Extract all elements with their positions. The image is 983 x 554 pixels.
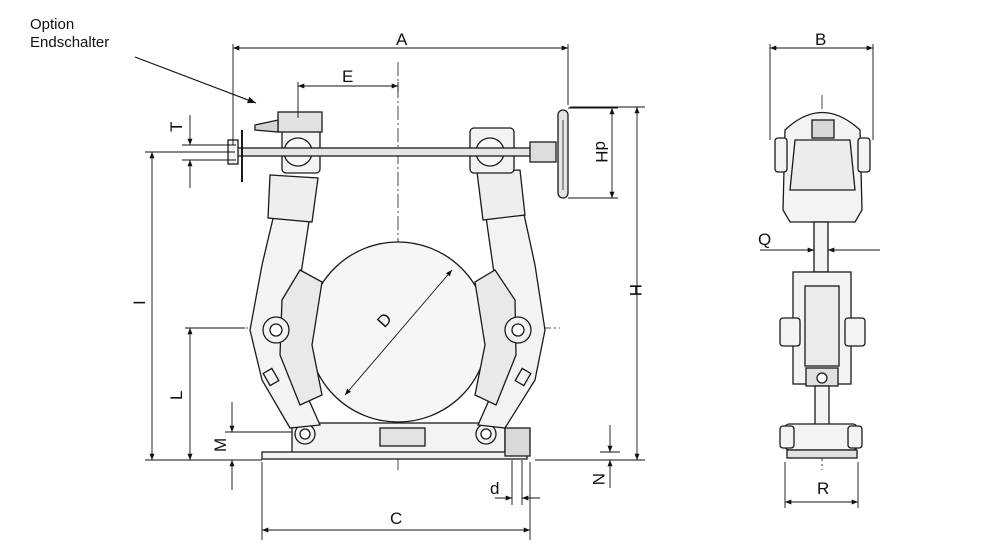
dimension-labels: A E B C R d Q D H dH N I L M T — [130, 30, 829, 528]
dimension-lines — [145, 44, 880, 540]
dim-label-C: C — [390, 509, 402, 528]
dim-label-L: L — [167, 391, 186, 400]
annotation-line-1: Option — [30, 16, 75, 33]
annotation-leader-arrow — [134, 56, 257, 104]
dim-label-R: R — [817, 479, 829, 498]
front-view — [185, 62, 569, 470]
dim-label-d: d — [490, 479, 499, 498]
dim-label-T: T — [167, 122, 186, 132]
limit-switch-option — [277, 111, 323, 133]
dim-label-N: N — [589, 473, 608, 485]
dim-label-B: B — [815, 30, 826, 49]
brake-drum — [307, 241, 489, 423]
limit-switch-annotation: Option Endschalter — [30, 16, 109, 52]
adjusting-rod — [231, 147, 553, 157]
dim-label-H: H — [626, 284, 645, 296]
left-brake-shoe — [279, 269, 323, 406]
dim-label-E: E — [342, 67, 353, 86]
side-view — [774, 95, 871, 470]
right-brake-shoe — [474, 269, 517, 406]
dim-label-dH: dH — [592, 141, 611, 163]
dim-label-A: A — [396, 30, 408, 49]
dim-label-I: I — [130, 300, 149, 305]
annotation-line-2: Endschalter — [30, 34, 110, 51]
dim-label-M: M — [211, 438, 230, 452]
dim-label-Q: Q — [758, 230, 771, 249]
